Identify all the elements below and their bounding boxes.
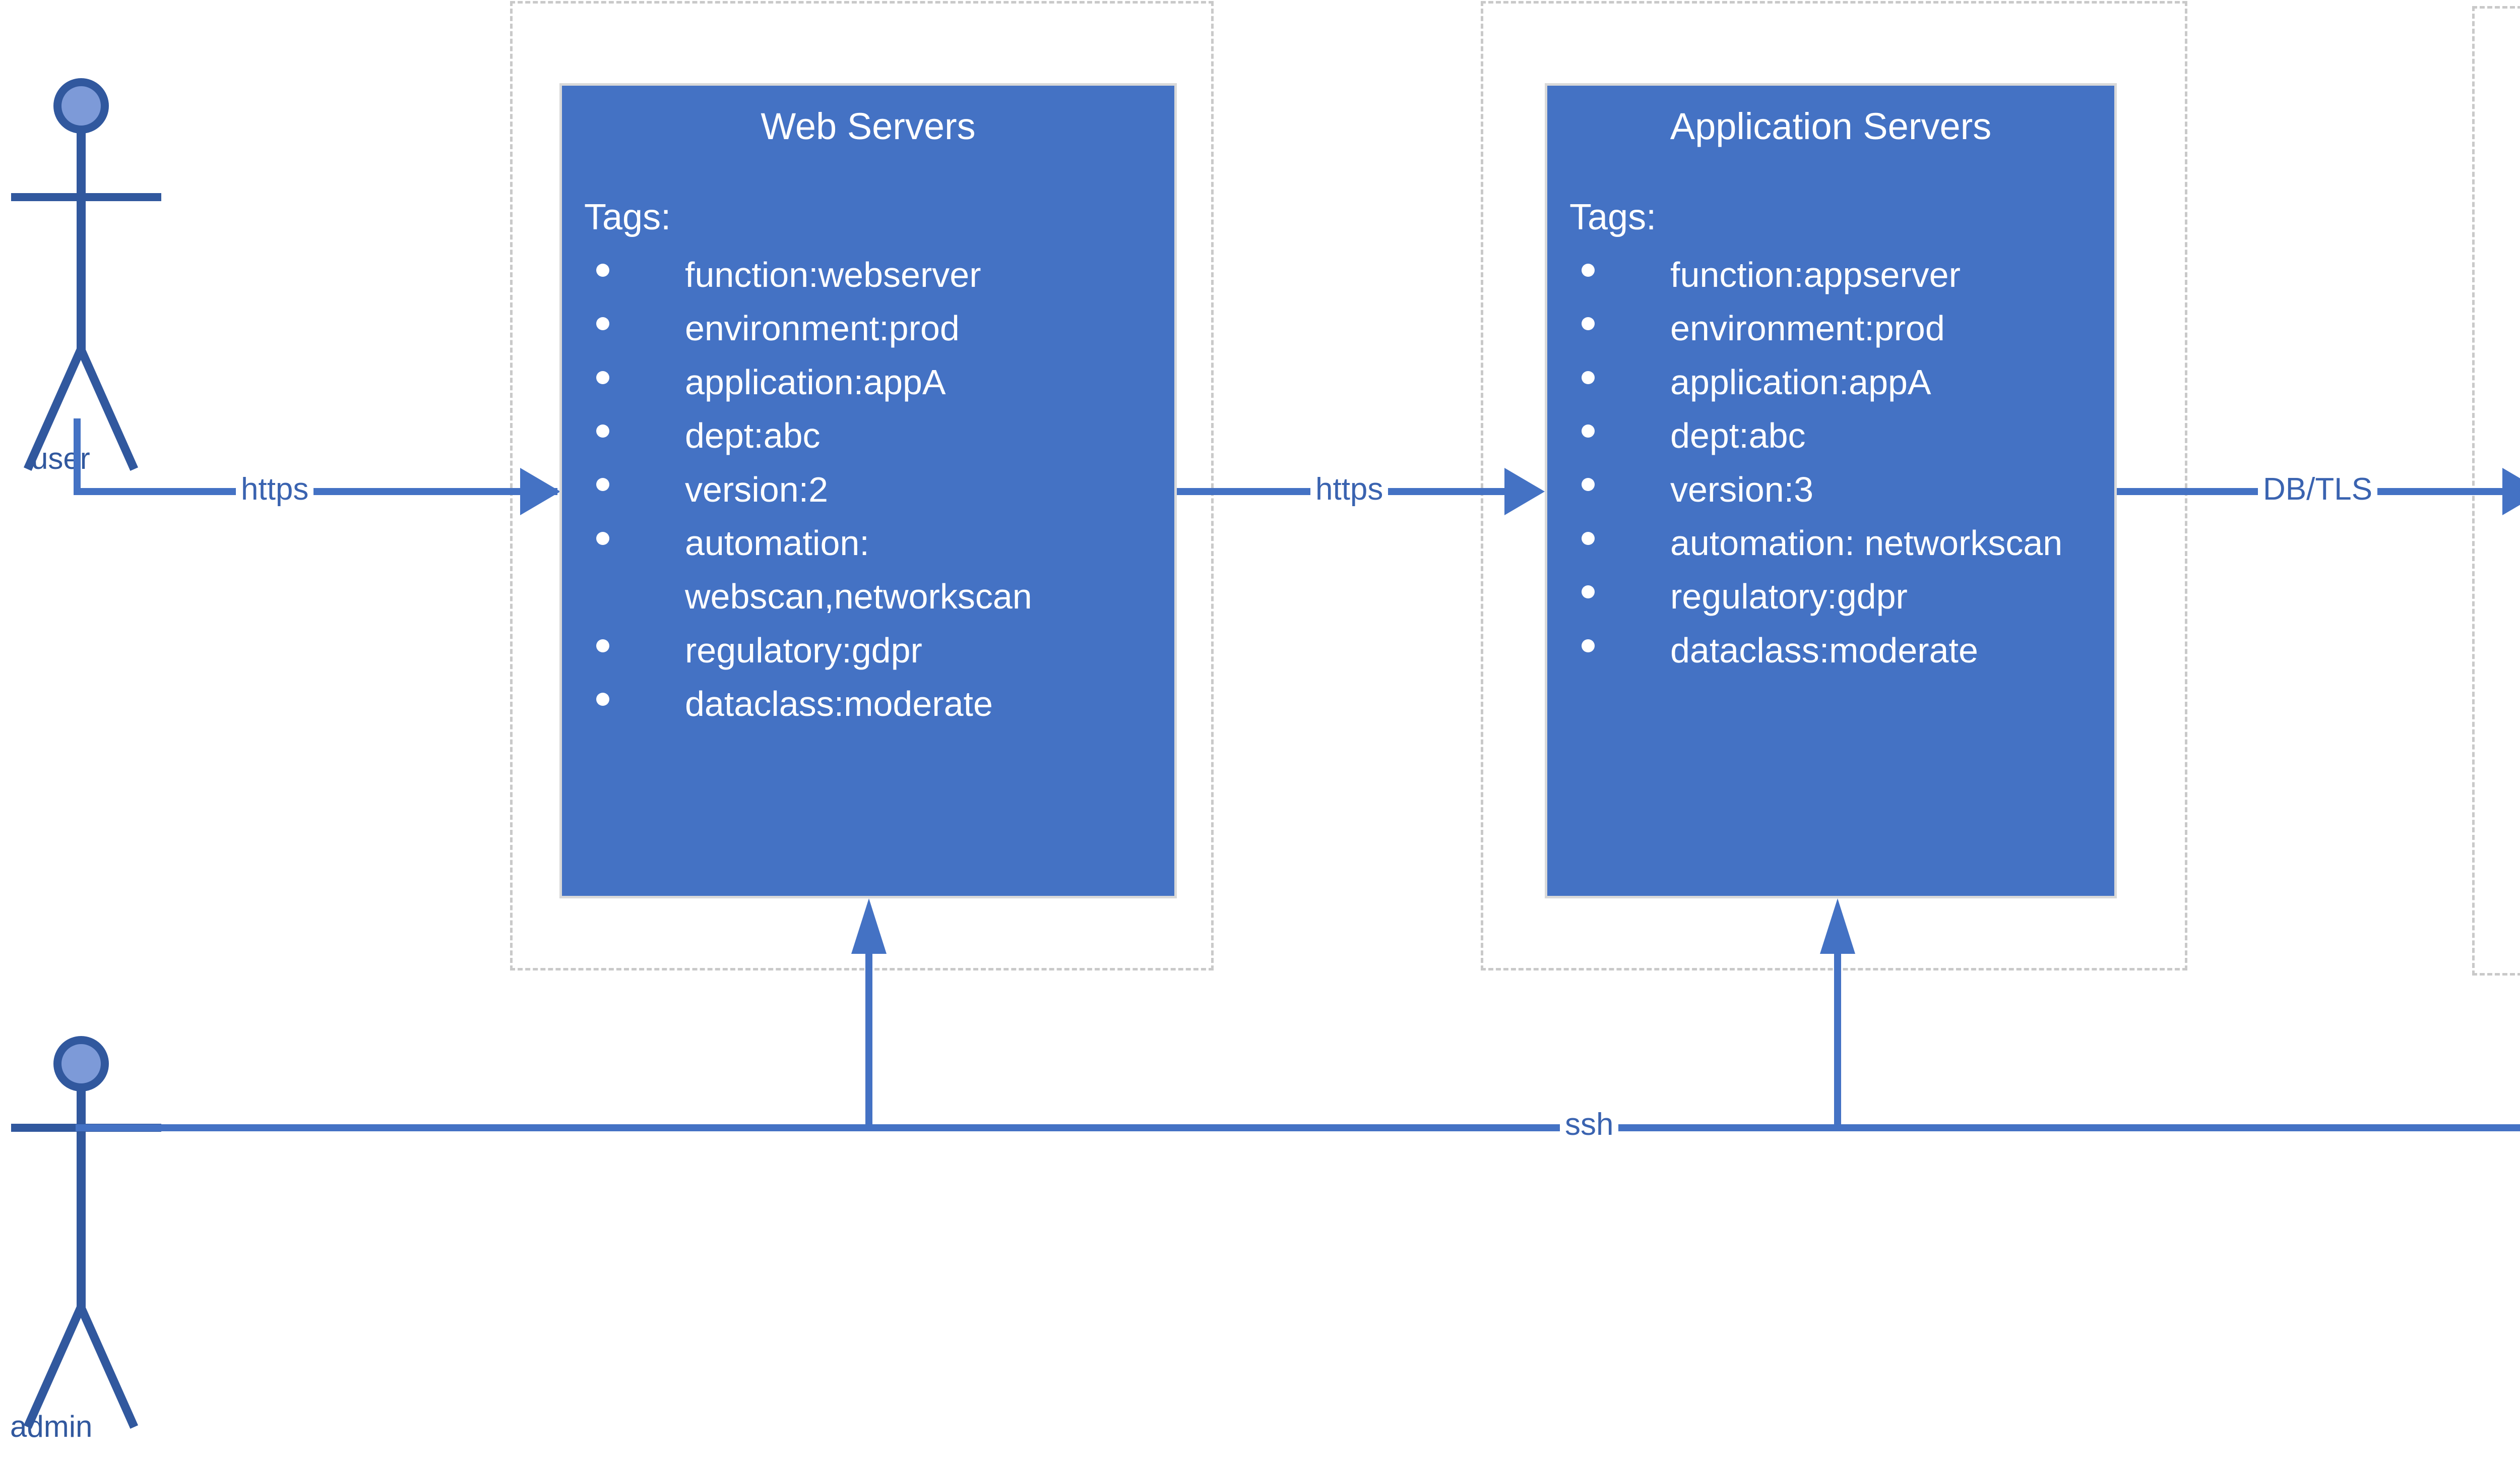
tag-text: version:2	[685, 469, 829, 509]
tag-text: dataclass:moderate	[685, 684, 993, 724]
user-body	[77, 131, 86, 352]
connection-label-web-app: https	[1310, 474, 1389, 505]
user-to-web-line	[74, 488, 557, 495]
tag-item: environment:prod	[1569, 301, 2104, 355]
tag-text: environment:prod	[685, 309, 960, 348]
bullet-icon	[596, 639, 609, 652]
bullet-icon	[1582, 317, 1595, 331]
node-web-tag-list: function:webserver environment:prod appl…	[584, 248, 1164, 731]
bullet-icon	[1582, 478, 1595, 492]
bullet-icon	[1582, 424, 1595, 438]
tag-item: regulatory:gdpr	[1569, 570, 2104, 623]
node-application-servers[interactable]: Application Servers Tags: function:appse…	[1545, 83, 2117, 898]
tag-item: dataclass:moderate	[1569, 624, 2104, 677]
bullet-icon	[1582, 639, 1595, 652]
bullet-icon	[596, 531, 609, 545]
tag-text: automation: networkscan	[1670, 523, 2063, 563]
zone-web	[510, 1, 1214, 970]
admin-label: admin	[10, 1410, 93, 1443]
tag-item: application:appA	[1569, 355, 2104, 409]
node-app-tags-label: Tags:	[1569, 197, 1657, 237]
tag-item: automation: networkscan	[1569, 516, 2104, 570]
bullet-icon	[596, 371, 609, 384]
tag-item: function:appserver	[1569, 248, 2104, 301]
user-head-icon	[53, 78, 109, 134]
actor-user	[11, 78, 161, 481]
tag-item: version:3	[1569, 463, 2104, 516]
ssh-bus-line	[76, 1124, 2520, 1131]
user-to-web-arrowhead	[520, 468, 560, 515]
bullet-icon	[596, 478, 609, 492]
tag-text: function:webserver	[685, 255, 981, 294]
tag-text: dataclass:moderate	[1670, 630, 1978, 670]
bullet-icon	[1582, 585, 1595, 599]
tag-text: dept:abc	[685, 416, 821, 456]
tag-text: automation: webscan,networkscan	[685, 523, 1032, 617]
user-arms	[11, 193, 161, 201]
tag-item: application:appA	[584, 355, 1164, 409]
bullet-icon	[596, 263, 609, 277]
tag-text: version:3	[1670, 469, 1814, 509]
tag-item: automation: webscan,networkscan	[584, 516, 1164, 624]
connection-label-user-web: https	[236, 474, 314, 505]
bullet-icon	[596, 424, 609, 438]
bullet-icon	[1582, 263, 1595, 277]
tag-text: regulatory:gdpr	[1670, 577, 1908, 617]
tag-item: dataclass:moderate	[584, 677, 1164, 731]
bullet-icon	[1582, 371, 1595, 384]
app-to-db-arrowhead	[2502, 468, 2520, 515]
tag-text: function:appserver	[1670, 255, 1961, 294]
ssh-riser-web	[865, 948, 872, 1125]
connection-label-app-db: DB/TLS	[2258, 474, 2378, 505]
tag-item: environment:prod	[584, 301, 1164, 355]
connection-label-ssh: ssh	[1560, 1109, 1619, 1140]
tag-text: environment:prod	[1670, 309, 1945, 348]
tag-text: application:appA	[1670, 362, 1931, 402]
tag-item: regulatory:gdpr	[584, 624, 1164, 677]
ssh-arrowhead-web	[851, 898, 887, 954]
bullet-icon	[1582, 531, 1595, 545]
tag-item: version:2	[584, 463, 1164, 516]
bullet-icon	[596, 317, 609, 331]
tag-item: function:webserver	[584, 248, 1164, 301]
tag-item: dept:abc	[1569, 409, 2104, 462]
actor-admin	[11, 1036, 161, 1439]
user-to-web-riser	[74, 418, 81, 495]
node-web-servers[interactable]: Web Servers Tags: function:webserver env…	[559, 83, 1177, 898]
bullet-icon	[596, 692, 609, 706]
admin-head-icon	[53, 1036, 109, 1091]
node-app-title: Application Servers	[1670, 105, 1992, 147]
node-app-tag-list: function:appserver environment:prod appl…	[1569, 248, 2104, 677]
user-label: user	[31, 442, 90, 475]
admin-body	[77, 1088, 86, 1310]
tag-item: dept:abc	[584, 409, 1164, 462]
node-web-tags-label: Tags:	[584, 197, 671, 237]
ssh-riser-app	[1834, 948, 1841, 1125]
tag-text: application:appA	[685, 362, 946, 402]
ssh-arrowhead-app	[1820, 898, 1855, 954]
tag-text: regulatory:gdpr	[685, 630, 922, 670]
tag-text: dept:abc	[1670, 416, 1806, 456]
web-to-app-arrowhead	[1504, 468, 1545, 515]
node-web-title: Web Servers	[761, 105, 976, 147]
